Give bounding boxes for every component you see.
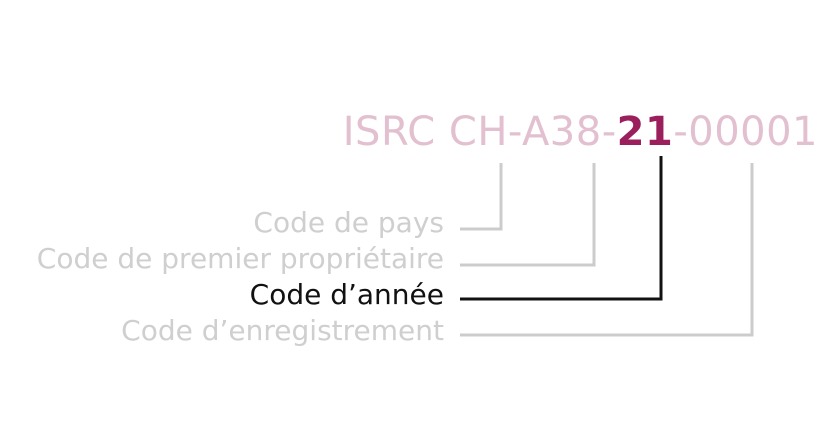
isrc-code: ISRC CH-A38-21-00001	[343, 108, 818, 156]
isrc-registration-segment: -00001	[673, 109, 818, 155]
label-first-owner-code: Code de premier propriétaire	[36, 242, 444, 275]
label-country-code: Code de pays	[253, 206, 444, 239]
code-labels: Code de pays Code de premier propriétair…	[37, 205, 444, 349]
connector-country	[460, 163, 503, 231]
label-year-code: Code d’année	[249, 278, 444, 311]
label-registration-code: Code d’enregistrement	[121, 314, 444, 347]
connector-year[interactable]	[460, 156, 663, 301]
isrc-year-segment: 21	[616, 109, 674, 155]
connector-first-owner	[460, 163, 596, 267]
isrc-prefix-segment: ISRC CH-A38-	[342, 109, 617, 155]
connector-registration	[460, 163, 754, 337]
